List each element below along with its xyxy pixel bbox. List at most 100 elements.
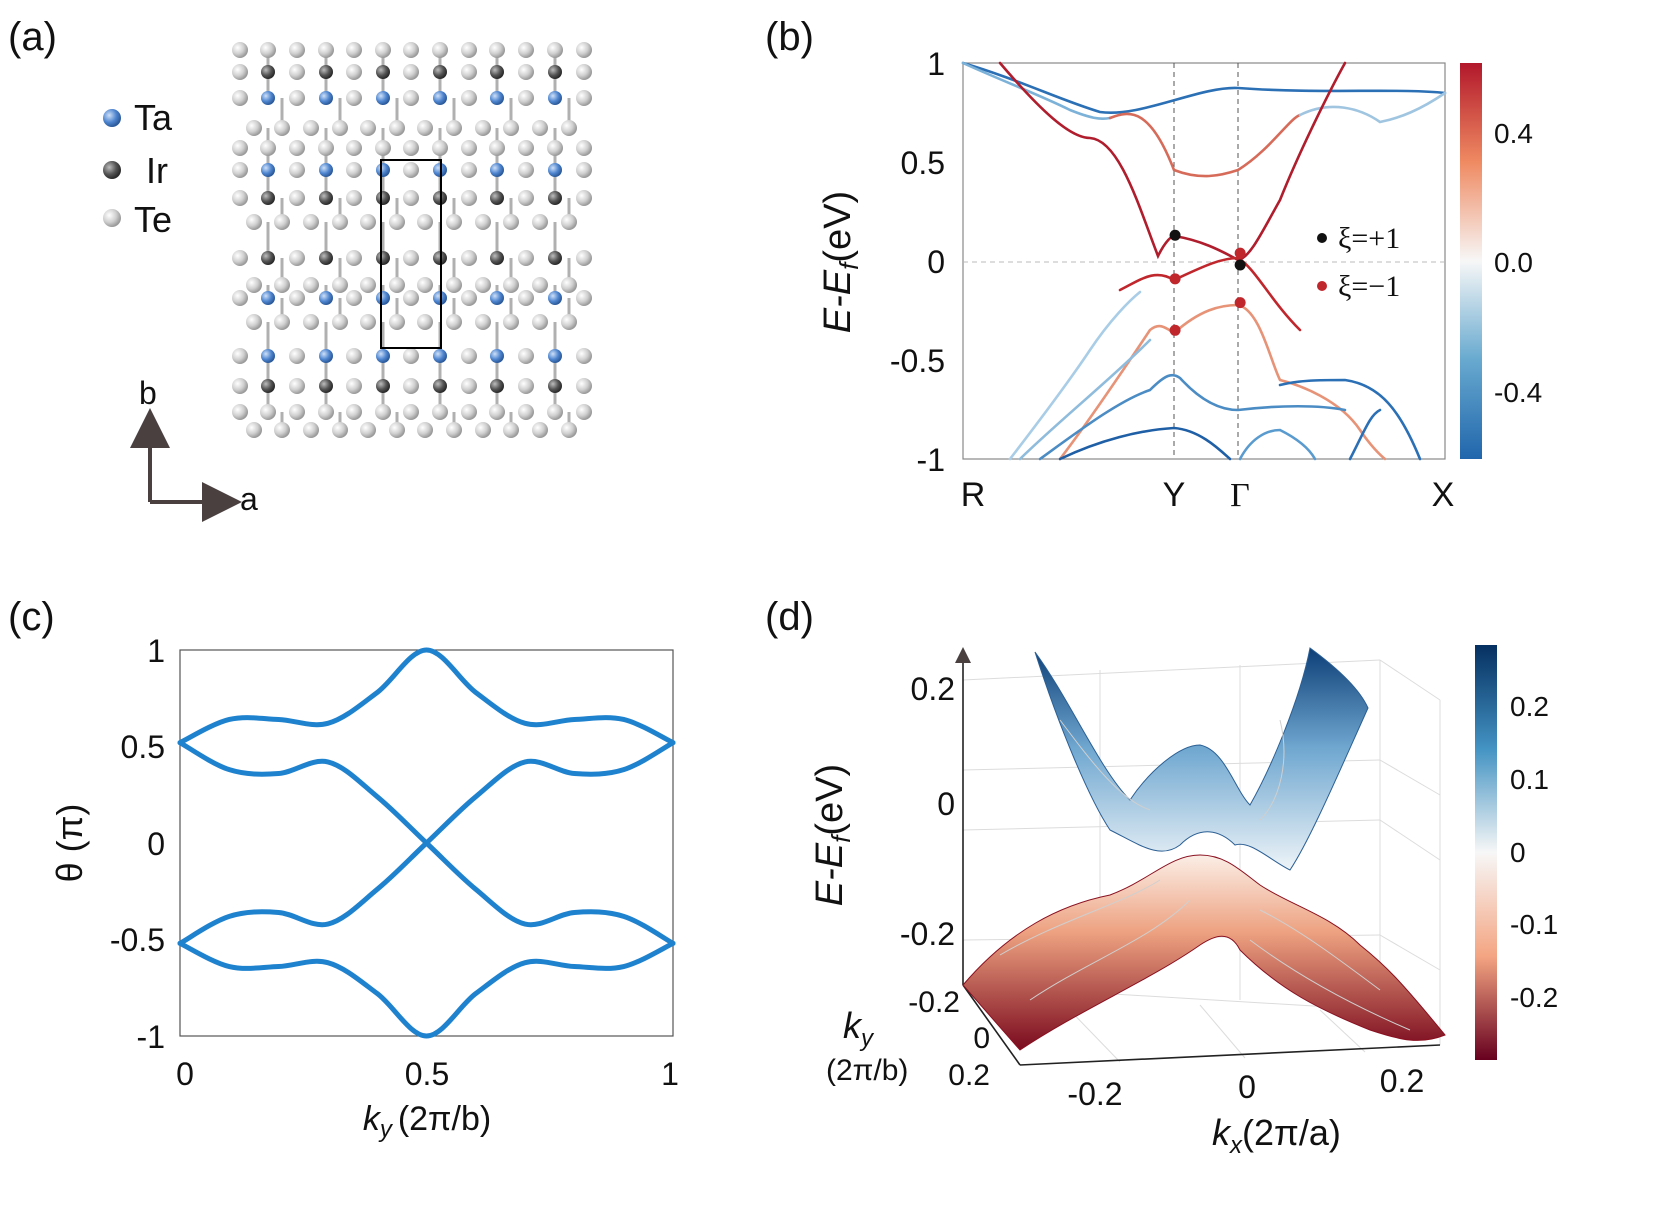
te-atom (389, 214, 405, 230)
panel-c-xlabel: ky(2π/b) (363, 1100, 491, 1143)
parity-minus-point (1234, 247, 1246, 259)
te-atom (532, 314, 548, 330)
ta-atom (261, 291, 275, 305)
d-cbar-tick-m0-2: -0.2 (1510, 982, 1558, 1013)
ir-atom (261, 191, 275, 205)
te-atom (461, 90, 477, 106)
legend-te-marker (103, 209, 121, 227)
band-upper-3 (1108, 112, 1302, 178)
ir-atom (319, 191, 333, 205)
te-atom (289, 64, 305, 80)
legend-ta-marker (103, 109, 121, 127)
parity-markers (1169, 229, 1246, 336)
te-atom (417, 314, 433, 330)
te-atom (475, 422, 491, 438)
te-atom (403, 64, 419, 80)
te-atom (532, 120, 548, 136)
c-xtick-0: 0 (176, 1056, 194, 1092)
te-atom (432, 404, 448, 420)
te-atom (289, 378, 305, 394)
ir-atom (548, 379, 562, 393)
band-structure (961, 61, 1447, 461)
ir-atom (548, 65, 562, 79)
panel-c-yticks: 1 0.5 0 -0.5 -1 (110, 633, 165, 1055)
ta-atom (319, 349, 333, 363)
d-kytick-0: 0 (973, 1022, 990, 1055)
te-atom (346, 290, 362, 306)
band-upper-1 (961, 61, 1447, 115)
te-atom (375, 404, 391, 420)
te-atom (475, 314, 491, 330)
ir-atom (319, 251, 333, 265)
te-atom (475, 277, 491, 293)
te-atom (461, 378, 477, 394)
parity-minus-point (1169, 324, 1181, 336)
b-axis-label: b (139, 375, 157, 411)
te-atom (432, 42, 448, 58)
ir-atom (433, 379, 447, 393)
te-atom (232, 348, 248, 364)
panel-d-colorbar-ticks: 0.2 0.1 0 -0.1 -0.2 (1510, 691, 1558, 1013)
ir-atom (376, 251, 390, 265)
te-atom (403, 140, 419, 156)
te-atom (232, 42, 248, 58)
ta-atom (319, 291, 333, 305)
te-atom (318, 404, 334, 420)
te-atom (475, 214, 491, 230)
crystal-atoms (232, 42, 592, 438)
lower-energy-surface (962, 854, 1446, 1051)
te-atom (246, 214, 262, 230)
kpoint-r: R (961, 476, 986, 514)
unit-cell-box (380, 159, 442, 349)
d-cbar-tick-0-2: 0.2 (1510, 691, 1549, 722)
te-atom (576, 250, 592, 266)
te-atom (461, 64, 477, 80)
d-kytick-m0-2: -0.2 (908, 986, 960, 1019)
b-ytick-1: 1 (927, 46, 945, 82)
te-atom (446, 314, 462, 330)
te-atom (289, 140, 305, 156)
te-atom (576, 64, 592, 80)
panel-d-ky-axis (962, 984, 1021, 1066)
te-atom (576, 42, 592, 58)
te-atom (576, 140, 592, 156)
te-atom (389, 314, 405, 330)
upper-energy-surface (1034, 647, 1369, 871)
d-kxtick-m0-2: -0.2 (1067, 1076, 1122, 1112)
legend-ta-label: Ta (134, 97, 173, 138)
te-atom (346, 250, 362, 266)
d-ztick-0: 0 (937, 786, 955, 822)
te-atom (489, 140, 505, 156)
band-lower-7 (1278, 378, 1422, 461)
ir-atom (261, 251, 275, 265)
te-atom (303, 277, 319, 293)
te-atom (518, 140, 534, 156)
te-atom (332, 422, 348, 438)
panel-d-kx-axis (1019, 1044, 1441, 1066)
te-atom (232, 378, 248, 394)
te-atom (274, 314, 290, 330)
te-atom (547, 404, 563, 420)
te-atom (461, 190, 477, 206)
panel-b-yticks: 1 0.5 0 -0.5 -1 (890, 46, 945, 478)
te-atom (518, 190, 534, 206)
panel-b-colorbar (1460, 63, 1482, 459)
wilson-loop-series-4 (177, 940, 676, 1039)
d-cbar-tick-0-1: 0.1 (1510, 764, 1549, 795)
b-cbar-tick-0-0: 0.0 (1494, 247, 1533, 278)
c-xtick-1: 1 (661, 1056, 679, 1092)
te-atom (303, 214, 319, 230)
d-ztick-m0-2: -0.2 (900, 916, 955, 952)
te-atom (332, 120, 348, 136)
te-atom (232, 250, 248, 266)
te-atom (417, 120, 433, 136)
te-atom (332, 314, 348, 330)
ta-atom (376, 91, 390, 105)
te-atom (289, 190, 305, 206)
wilson-loop-series-1 (177, 647, 676, 746)
ir-atom (490, 191, 504, 205)
te-atom (446, 422, 462, 438)
d-kxtick-0: 0 (1238, 1069, 1256, 1105)
panel-d-zticks: 0.2 0 -0.2 (900, 671, 955, 952)
kpoint-gamma: Γ (1230, 477, 1250, 514)
